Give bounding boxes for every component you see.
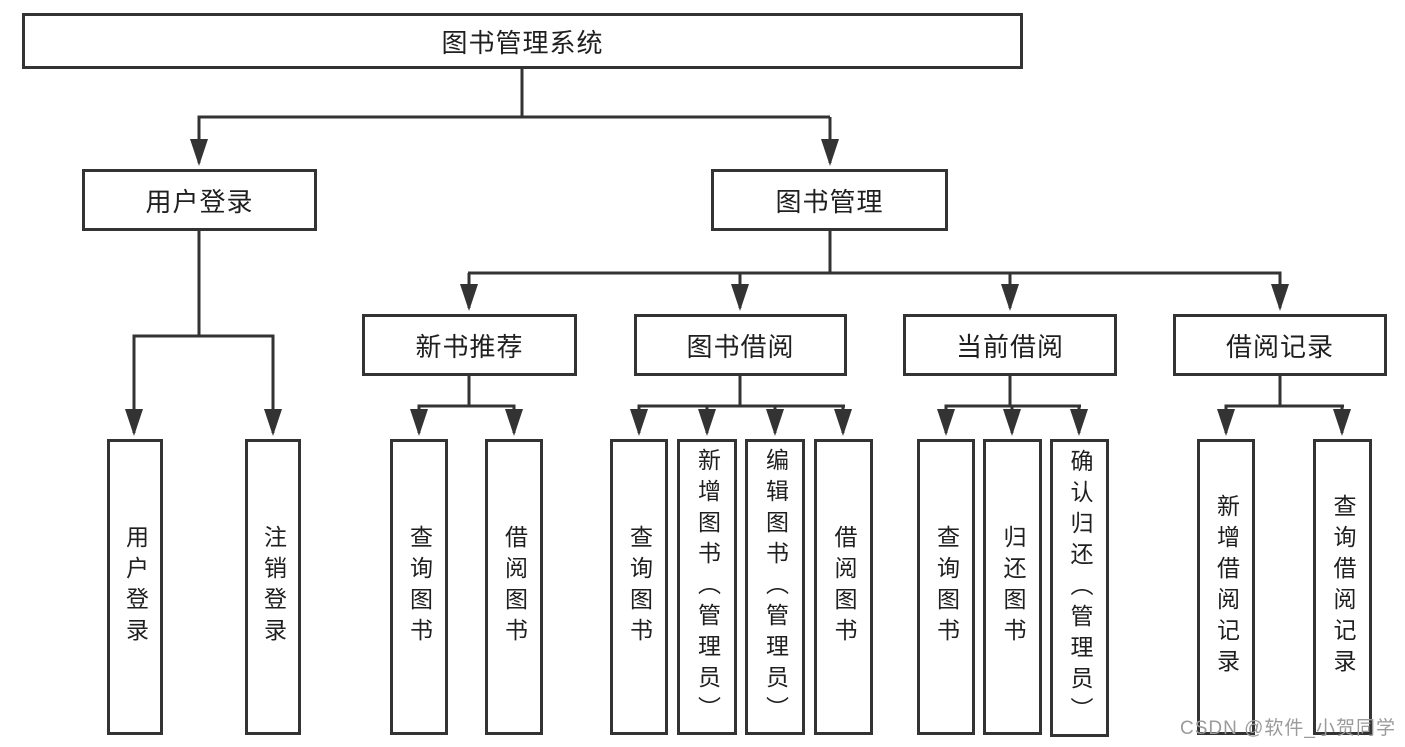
leaf-add-borrow-record: 新增借阅记录	[1197, 439, 1255, 735]
leaf-query-borrow-record: 查询借阅记录	[1313, 439, 1372, 735]
leaf-borrow-books-recommend: 借阅图书	[485, 439, 543, 735]
leaf-add-borrow-record-label: 新增借阅记录	[1213, 494, 1240, 680]
leaf-query-borrow-record-label: 查询借阅记录	[1330, 494, 1356, 680]
leaf-add-book-admin: 新增图书（管理员）	[677, 439, 737, 735]
leaf-logout-label: 注销登录	[260, 525, 287, 649]
node-current-borrow: 当前借阅	[903, 314, 1117, 376]
leaf-query-books-borrow: 查询图书	[610, 439, 668, 735]
leaf-add-book-admin-label: 新增图书（管理员）	[694, 447, 721, 727]
node-book-management: 图书管理	[711, 169, 948, 231]
node-current-borrow-label: 当前借阅	[955, 331, 1064, 362]
leaf-return-book-label: 归还图书	[1000, 525, 1026, 649]
leaf-borrow-books: 借阅图书	[814, 439, 873, 735]
leaf-user-login: 用户登录	[107, 439, 163, 735]
leaf-query-books-recommend: 查询图书	[390, 439, 448, 735]
node-root: 图书管理系统	[22, 13, 1023, 69]
node-user-login-label: 用户登录	[145, 186, 254, 217]
node-new-book-recommend: 新书推荐	[362, 314, 577, 376]
leaf-confirm-return-admin-label: 确认归还（管理员）	[1067, 448, 1093, 728]
leaf-confirm-return-admin: 确认归还（管理员）	[1050, 439, 1109, 737]
node-new-book-recommend-label: 新书推荐	[415, 331, 524, 362]
node-book-management-label: 图书管理	[775, 186, 884, 217]
leaf-edit-book-admin-label: 编辑图书（管理员）	[762, 447, 789, 727]
leaf-borrow-books-recommend-label: 借阅图书	[501, 525, 528, 649]
leaf-edit-book-admin: 编辑图书（管理员）	[745, 439, 805, 735]
node-user-login: 用户登录	[82, 169, 317, 231]
node-book-borrow-label: 图书借阅	[686, 331, 795, 362]
leaf-user-login-label: 用户登录	[122, 525, 149, 649]
node-root-label: 图书管理系统	[441, 27, 604, 58]
node-borrow-records: 借阅记录	[1173, 314, 1387, 376]
leaf-query-books-borrow-label: 查询图书	[626, 525, 653, 649]
leaf-query-books-current: 查询图书	[917, 439, 975, 735]
node-book-borrow: 图书借阅	[634, 314, 847, 376]
leaf-logout: 注销登录	[245, 439, 301, 735]
watermark: CSDN @软件_小贺同学	[1180, 718, 1396, 739]
leaf-query-books-current-label: 查询图书	[933, 525, 960, 649]
leaf-query-books-recommend-label: 查询图书	[406, 525, 433, 649]
leaf-borrow-books-label: 借阅图书	[831, 525, 857, 649]
leaf-return-book: 归还图书	[983, 439, 1042, 735]
node-borrow-records-label: 借阅记录	[1225, 331, 1334, 362]
